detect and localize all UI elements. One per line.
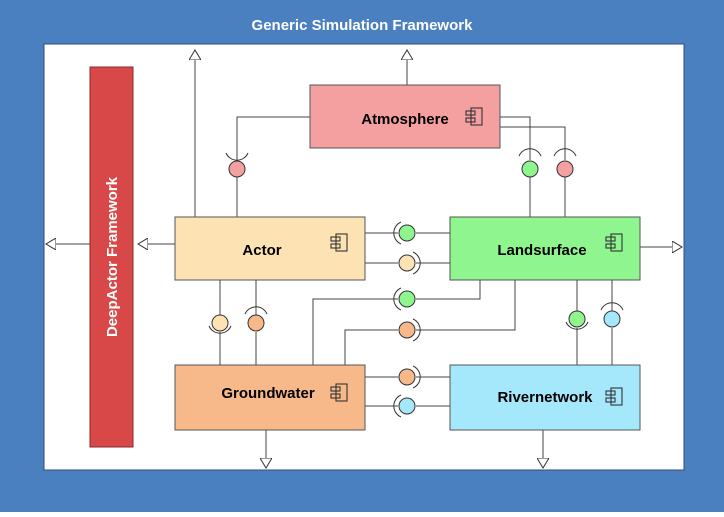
socket-icon — [208, 325, 232, 334]
deepactor-framework-panel — [89, 66, 134, 448]
port-rivernetwork-groundwater — [398, 397, 416, 415]
component-groundwater-label: Groundwater — [221, 385, 315, 402]
port-actor-groundwater — [211, 314, 229, 332]
socket-icon — [565, 321, 589, 330]
port-rivernetwork-landsurface — [603, 310, 621, 328]
component-atmosphere-label: Atmosphere — [361, 111, 449, 128]
component-icon — [465, 107, 483, 126]
component-groundwater[interactable]: Groundwater — [174, 364, 366, 431]
component-icon — [330, 233, 348, 252]
port-atmosphere-landsurface — [556, 160, 574, 178]
socket-icon — [244, 306, 268, 315]
deepactor-framework-label: DeepActor Framework — [104, 176, 121, 337]
port-landsurface-atmosphere — [521, 160, 539, 178]
port-actor-landsurface — [398, 254, 416, 272]
port-landsurface-rivernetwork — [568, 310, 586, 328]
port-landsurface-groundwater — [398, 290, 416, 308]
component-icon — [330, 383, 348, 402]
component-landsurface[interactable]: Landsurface — [449, 216, 641, 281]
component-rivernetwork-label: Rivernetwork — [497, 389, 593, 406]
component-icon — [605, 233, 623, 252]
socket-icon — [412, 318, 421, 342]
socket-icon — [393, 221, 402, 245]
socket-icon — [412, 251, 421, 275]
component-actor-label: Actor — [242, 242, 281, 259]
socket-icon — [225, 152, 249, 161]
component-icon — [605, 387, 623, 406]
interface-ports — [208, 148, 624, 418]
socket-icon — [553, 148, 577, 157]
component-atmosphere[interactable]: Atmosphere — [309, 84, 501, 149]
port-groundwater-rivernetwork — [398, 368, 416, 386]
port-landsurface-actor — [398, 224, 416, 242]
frame-title: Generic Simulation Framework — [252, 17, 474, 34]
component-actor[interactable]: Actor — [174, 216, 366, 281]
port-groundwater-landsurface — [398, 321, 416, 339]
socket-icon — [412, 365, 421, 389]
port-atmosphere-actor — [228, 160, 246, 178]
component-landsurface-label: Landsurface — [497, 242, 586, 259]
port-groundwater-actor — [247, 314, 265, 332]
component-rivernetwork[interactable]: Rivernetwork — [449, 364, 641, 431]
socket-icon — [393, 394, 402, 418]
socket-icon — [518, 148, 542, 157]
connector-lines — [46, 50, 682, 468]
socket-icon — [393, 287, 402, 311]
socket-icon — [600, 302, 624, 311]
